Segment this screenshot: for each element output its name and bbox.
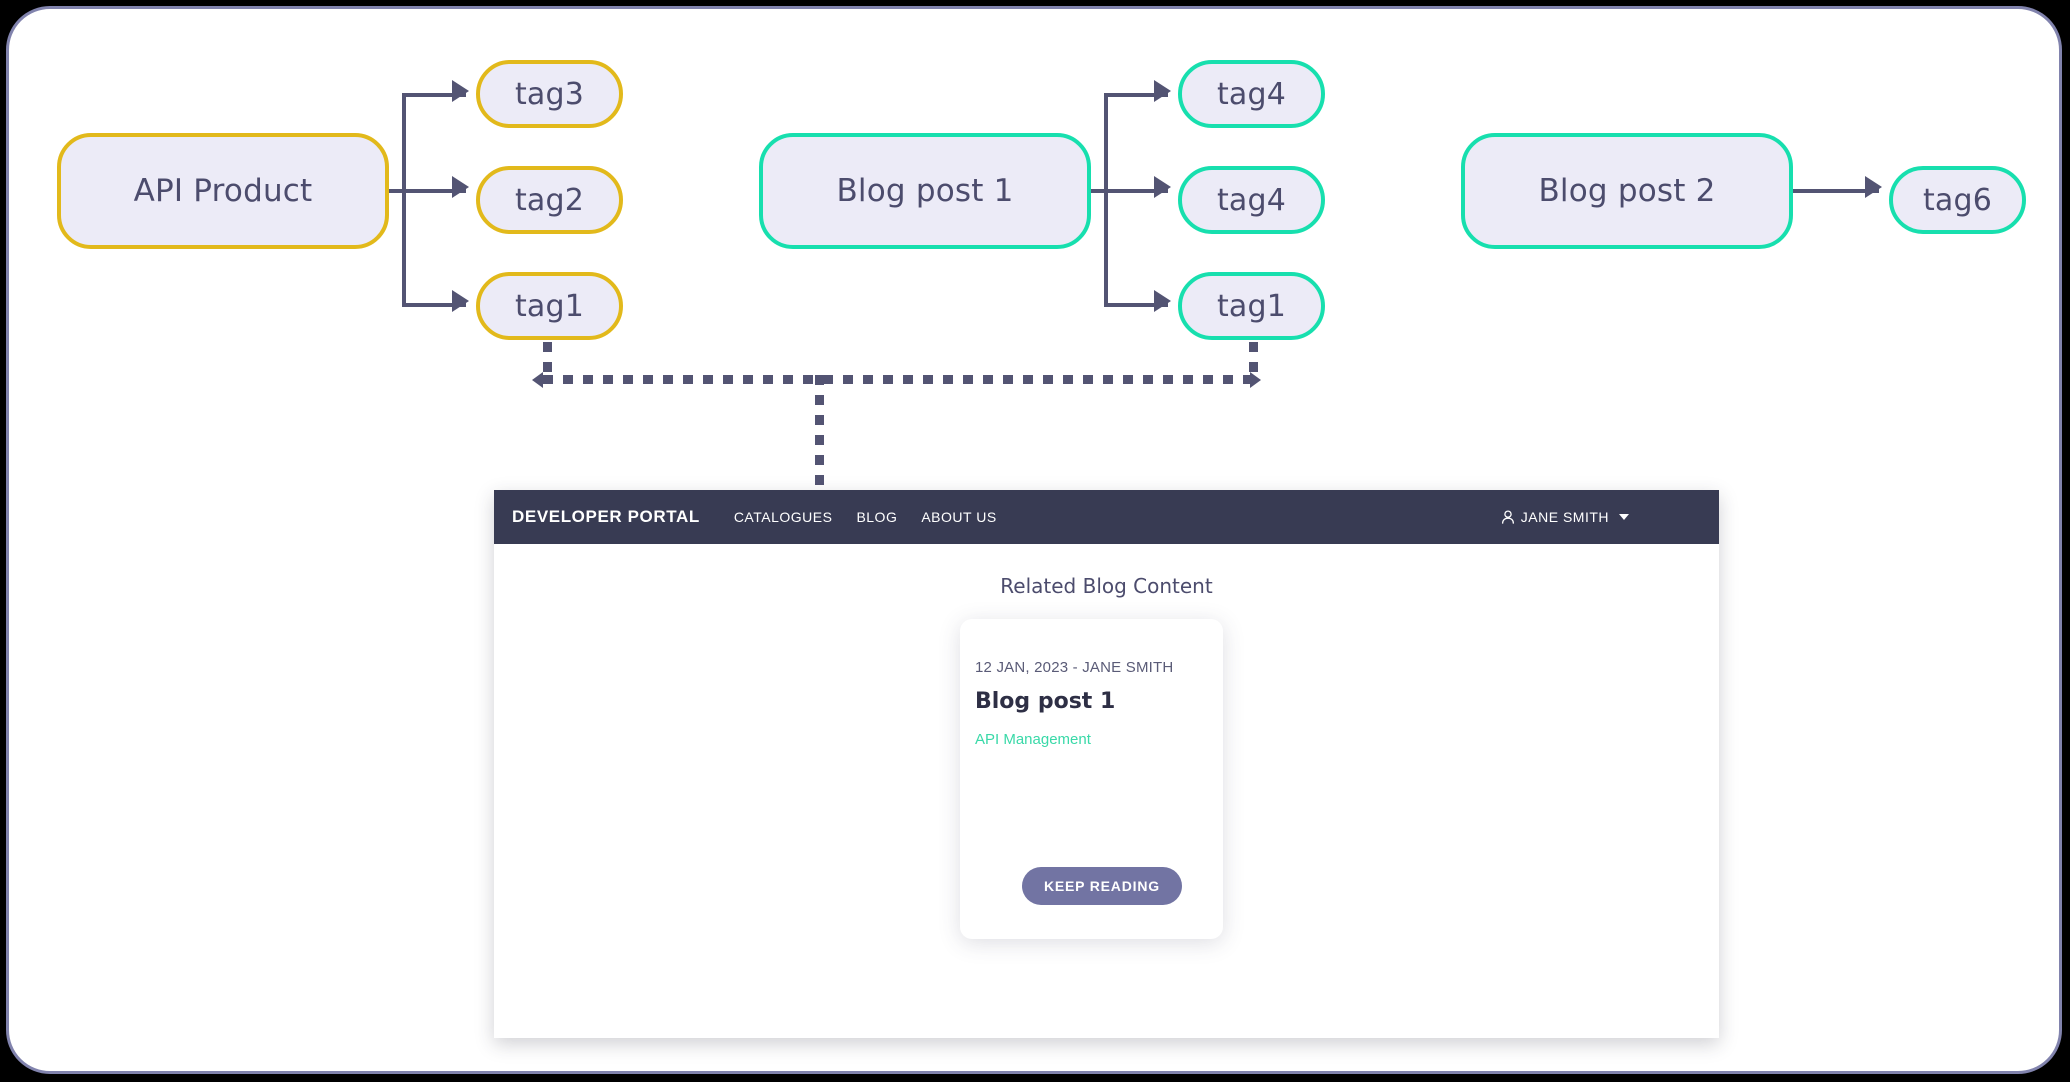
nav-item-about-us[interactable]: ABOUT US	[921, 509, 997, 525]
arrowhead-tag2	[452, 176, 469, 198]
dashed-drop-from-tag1-yellow	[543, 342, 552, 379]
dashed-arrow-right	[1250, 372, 1261, 388]
nav-item-catalogues[interactable]: CATALOGUES	[733, 509, 833, 525]
node-tag6-teal[interactable]: tag6	[1889, 166, 2026, 234]
portal-header: DEVELOPER PORTAL CATALOGUES BLOG ABOUT U…	[494, 490, 1719, 544]
node-tag1-teal[interactable]: tag1	[1178, 272, 1325, 340]
node-label: tag6	[1922, 182, 1993, 218]
arrowhead-tag6	[1865, 176, 1882, 198]
user-icon	[1501, 509, 1515, 525]
node-tag4-teal-a[interactable]: tag4	[1178, 60, 1325, 128]
arrowhead-tag1	[452, 290, 469, 312]
node-tag1-yellow[interactable]: tag1	[476, 272, 623, 340]
arrowhead-tag1-teal	[1154, 290, 1171, 312]
chevron-down-icon	[1619, 514, 1629, 520]
developer-portal-panel: DEVELOPER PORTAL CATALOGUES BLOG ABOUT U…	[494, 490, 1719, 1038]
arrowhead-tag4-a	[1154, 80, 1171, 102]
arrowhead-tag4-b	[1154, 176, 1171, 198]
portal-brand[interactable]: DEVELOPER PORTAL	[512, 507, 700, 526]
blog-card[interactable]: 12 JAN, 2023 - JANE SMITH Blog post 1 AP…	[960, 619, 1223, 939]
connector-branch-tag3	[402, 93, 466, 97]
node-blog-post-2[interactable]: Blog post 2	[1461, 133, 1793, 249]
connector-trunk-api-product	[402, 93, 406, 307]
arrowhead-tag3	[452, 80, 469, 102]
node-label: tag4	[1216, 182, 1287, 218]
connector-branch-tag2	[402, 189, 466, 193]
node-label: tag1	[514, 288, 585, 324]
nav-item-blog[interactable]: BLOG	[856, 509, 898, 525]
user-name: JANE SMITH	[1520, 509, 1609, 525]
node-label: tag2	[514, 182, 585, 218]
node-tag3-yellow[interactable]: tag3	[476, 60, 623, 128]
connector-blog-post-2-to-tag6	[1793, 189, 1879, 193]
connector-branch-tag4-a	[1104, 93, 1168, 97]
node-label: tag3	[514, 76, 585, 112]
node-tag4-teal-b[interactable]: tag4	[1178, 166, 1325, 234]
blog-card-meta: 12 JAN, 2023 - JANE SMITH	[975, 659, 1174, 676]
node-tag2-yellow[interactable]: tag2	[476, 166, 623, 234]
connector-branch-tag4-b	[1104, 189, 1168, 193]
dashed-horizontal-link	[543, 375, 1250, 384]
connector-branch-tag1	[402, 303, 466, 307]
blog-card-title: Blog post 1	[975, 689, 1116, 714]
node-label: Blog post 2	[1538, 173, 1716, 209]
connector-trunk-blog-post-1	[1104, 93, 1108, 307]
node-label: tag4	[1216, 76, 1287, 112]
dashed-arrow-left	[532, 372, 543, 388]
node-label: Blog post 1	[836, 173, 1014, 209]
user-menu[interactable]: JANE SMITH	[1501, 490, 1629, 544]
dashed-drop-from-tag1-teal	[1249, 342, 1258, 379]
blog-card-tag[interactable]: API Management	[975, 731, 1091, 748]
node-blog-post-1[interactable]: Blog post 1	[759, 133, 1091, 249]
page-frame: API Product tag3 tag2 tag1 Blog post 1 t…	[6, 6, 2062, 1074]
keep-reading-button[interactable]: KEEP READING	[1022, 867, 1182, 905]
portal-body: Related Blog Content 12 JAN, 2023 - JANE…	[494, 544, 1719, 1038]
connector-branch-tag1-teal	[1104, 303, 1168, 307]
node-api-product[interactable]: API Product	[57, 133, 389, 249]
node-label: tag1	[1216, 288, 1287, 324]
node-label: API Product	[133, 173, 313, 209]
portal-nav: CATALOGUES BLOG ABOUT US	[734, 509, 997, 525]
related-blog-content-title: Related Blog Content	[1000, 574, 1213, 598]
